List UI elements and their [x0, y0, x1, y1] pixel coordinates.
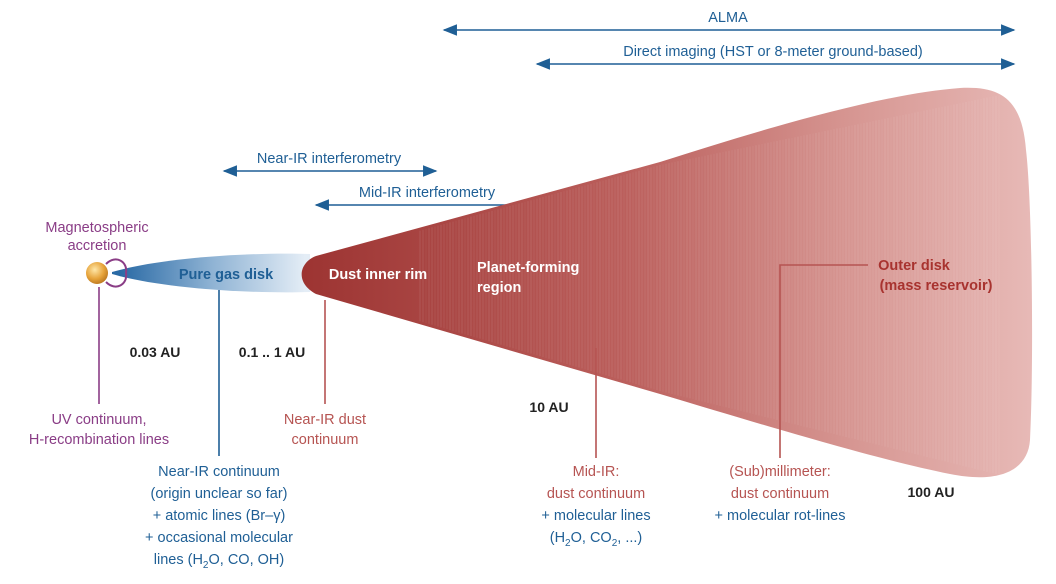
pure-gas-disk [112, 253, 310, 293]
near-ir-interferometry-arrow: Near-IR interferometry [222, 151, 438, 177]
submm-tracer-line-1: (Sub)millimeter: [729, 464, 831, 480]
pure-gas-disk-label: Pure gas disk [179, 267, 274, 283]
mid-ir-interferometry-arrow: Mid-IR interferometry [314, 185, 540, 211]
nir-dust-tracer-line-2: continuum [292, 432, 359, 448]
magnetospheric-label-1: Magnetospheric [45, 220, 148, 236]
dust-disk [301, 87, 1033, 478]
distance-003au: 0.03 AU [130, 344, 181, 360]
distance-01-1au: 0.1 .. 1 AU [239, 344, 305, 360]
mid-ir-tracer-line-4: (H2O, CO2, ...) [550, 530, 643, 549]
nir-tracer-line-4: + occasional molecular [145, 530, 293, 546]
nir-tracer-line-5: lines (H2O, CO, OH) [154, 552, 284, 571]
nir-tracer-line-3: + atomic lines (Br–γ) [153, 508, 286, 524]
uv-tracer-line-1: UV continuum, [51, 412, 146, 428]
planet-forming-label-1: Planet-forming [477, 260, 579, 276]
submm-leader-line [779, 264, 868, 458]
nir-tracer-line-2: (origin unclear so far) [151, 486, 288, 502]
distance-100au: 100 AU [908, 484, 955, 500]
mid-ir-tracer-line-2: dust continuum [547, 486, 645, 502]
alma-arrow: ALMA [442, 10, 1016, 36]
mid-ir-interferometry-label: Mid-IR interferometry [359, 185, 496, 201]
outer-disk-label-1: Outer disk [878, 258, 951, 274]
magnetospheric-label-2: accretion [68, 238, 127, 254]
disk-texture [419, 95, 1000, 475]
magnetosphere-loop-icon [105, 258, 128, 288]
submm-tracer-line-3: + molecular rot-lines [715, 508, 846, 524]
direct-imaging-arrow: Direct imaging (HST or 8-meter ground-ba… [535, 44, 1016, 70]
direct-imaging-label: Direct imaging (HST or 8-meter ground-ba… [623, 44, 923, 60]
nir-tracer-line-1: Near-IR continuum [158, 464, 280, 480]
dust-inner-rim-label: Dust inner rim [329, 267, 427, 283]
star-icon [86, 262, 108, 284]
alma-label: ALMA [708, 10, 748, 26]
nir-dust-tracer-line-1: Near-IR dust [284, 412, 366, 428]
submm-tracer-line-2: dust continuum [731, 486, 829, 502]
mid-ir-tracer-line-3: + molecular lines [541, 508, 650, 524]
planet-forming-label-2: region [477, 280, 521, 296]
uv-tracer-line-2: H-recombination lines [29, 432, 169, 448]
mid-ir-tracer-line-1: Mid-IR: [573, 464, 620, 480]
distance-10au: 10 AU [529, 399, 568, 415]
near-ir-interferometry-label: Near-IR interferometry [257, 151, 402, 167]
outer-disk-label-2: (mass reservoir) [880, 278, 993, 294]
